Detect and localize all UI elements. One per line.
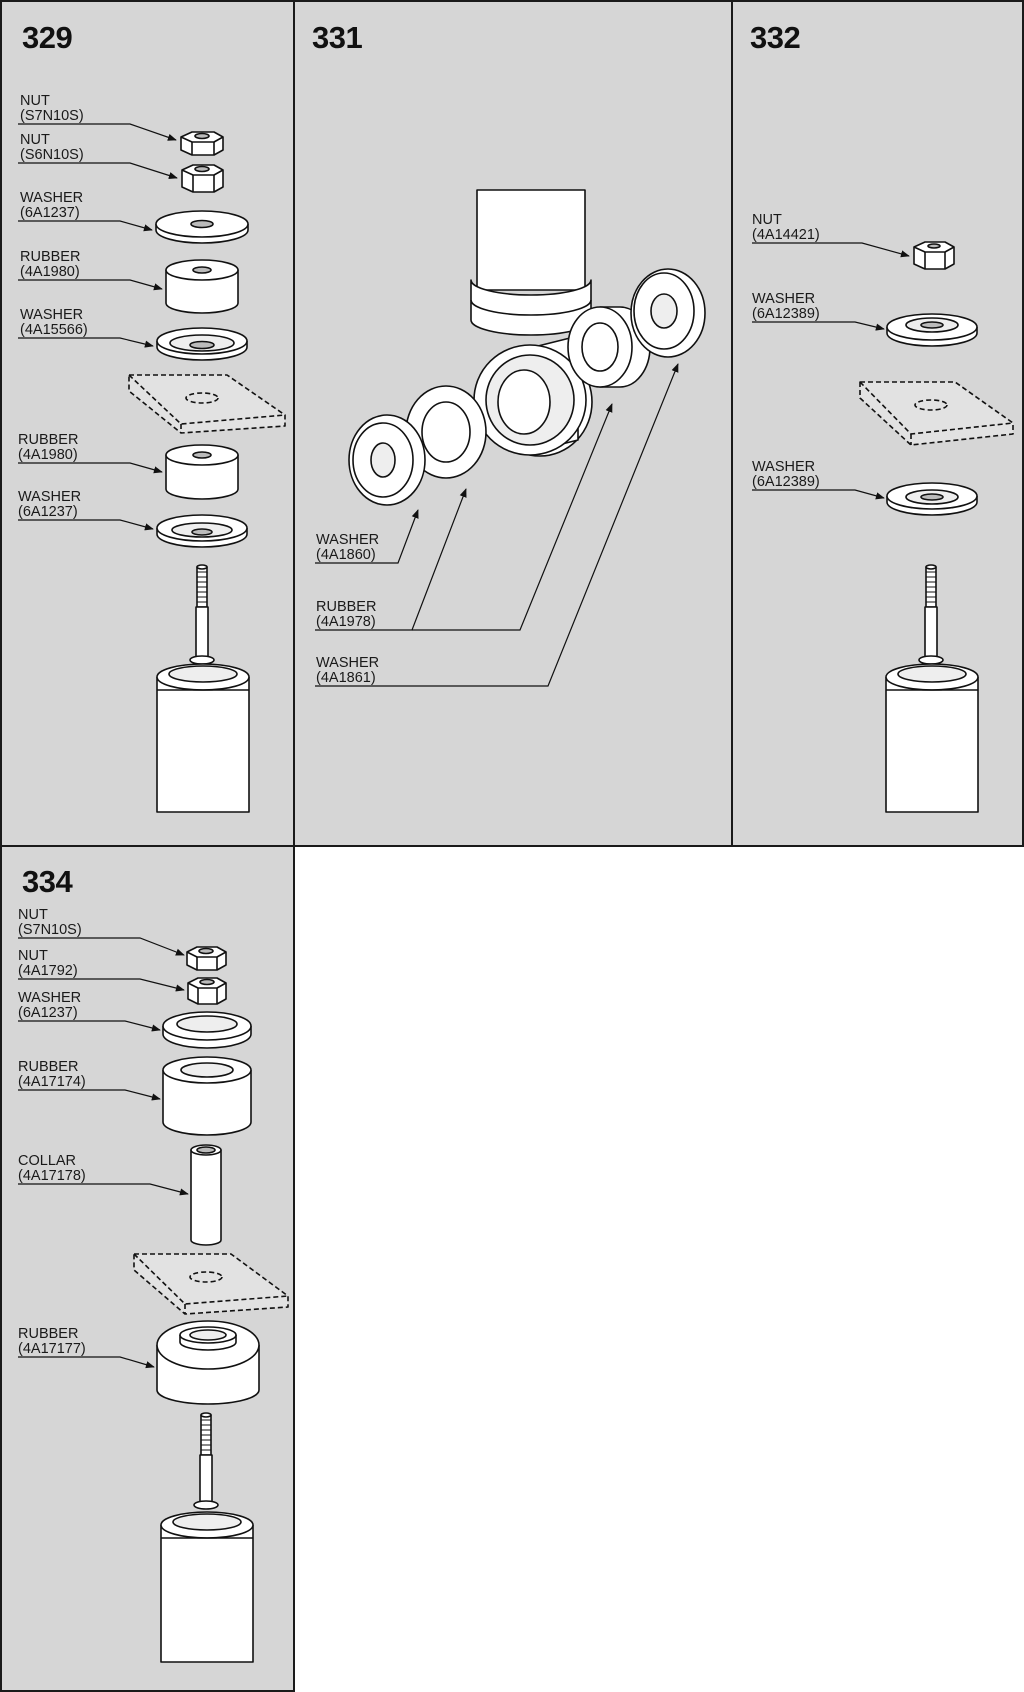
washer-4a15566-icon	[156, 327, 248, 361]
part-label: WASHER(4A15566)	[20, 307, 88, 338]
part-label: WASHER(4A1861)	[316, 655, 380, 686]
part-label: RUBBER(4A17174)	[18, 1059, 86, 1090]
mounting-plate-334-icon	[133, 1253, 289, 1315]
nut-s7n10s-334-icon	[186, 946, 227, 971]
part-label: NUT(S7N10S)	[20, 93, 84, 124]
part-label: RUBBER(4A1980)	[20, 249, 81, 280]
shock-absorber-329-icon	[156, 564, 250, 813]
part-label: NUT(4A14421)	[752, 212, 820, 243]
panel-number: 329	[22, 20, 73, 55]
washer-6a12389-bottom-icon	[886, 482, 978, 516]
part-label: RUBBER(4A1980)	[18, 432, 79, 463]
washer-6a1237-top-icon	[155, 210, 249, 244]
washer-6a12389-top-icon	[886, 313, 978, 347]
rubber-4a17174-icon	[162, 1056, 252, 1136]
panel-number: 332	[750, 20, 801, 55]
part-label: RUBBER(4A1978)	[316, 599, 377, 630]
part-label: WASHER(6A12389)	[752, 459, 820, 490]
part-label: WASHER(6A1237)	[18, 990, 82, 1021]
shock-absorber-body-331-icon	[470, 189, 592, 336]
panel-number: 331	[312, 20, 363, 55]
part-label: WASHER(6A1237)	[18, 489, 82, 520]
shock-absorber-332-icon	[885, 564, 979, 813]
mounting-plate-icon	[128, 374, 286, 434]
rubber-4a1980-top-icon	[165, 259, 239, 314]
part-label: NUT(S6N10S)	[20, 132, 84, 163]
washer-6a1237-bottom-icon	[156, 514, 248, 548]
leader-lines	[18, 123, 910, 1369]
eye-bushing-331-icon	[473, 335, 593, 457]
washer-4a1861-icon	[630, 268, 706, 358]
rubber-4a1978-left-icon	[405, 385, 487, 479]
washer-4a1860-icon	[348, 414, 426, 506]
part-label: COLLAR(4A17178)	[18, 1153, 86, 1184]
nut-s7n10s-icon	[180, 131, 224, 156]
mounting-plate-332-icon	[859, 381, 1014, 446]
washer-6a1237-334-icon	[162, 1011, 252, 1049]
part-label: WASHER(6A1237)	[20, 190, 84, 221]
rubber-4a17177-icon	[156, 1320, 260, 1405]
part-label: NUT(4A1792)	[18, 948, 78, 979]
collar-4a17178-icon	[190, 1144, 222, 1246]
panel-number: 334	[22, 864, 73, 899]
rubber-4a1980-bottom-icon	[165, 444, 239, 500]
nut-4a1792-icon	[187, 977, 227, 1005]
nut-s6n10s-icon	[181, 164, 224, 193]
part-label: RUBBER(4A17177)	[18, 1326, 86, 1357]
shock-absorber-334-icon	[160, 1412, 254, 1663]
part-label: WASHER(4A1860)	[316, 532, 380, 563]
nut-4a14421-icon	[913, 241, 955, 270]
part-label: NUT(S7N10S)	[18, 907, 82, 938]
part-label: WASHER(6A12389)	[752, 291, 820, 322]
